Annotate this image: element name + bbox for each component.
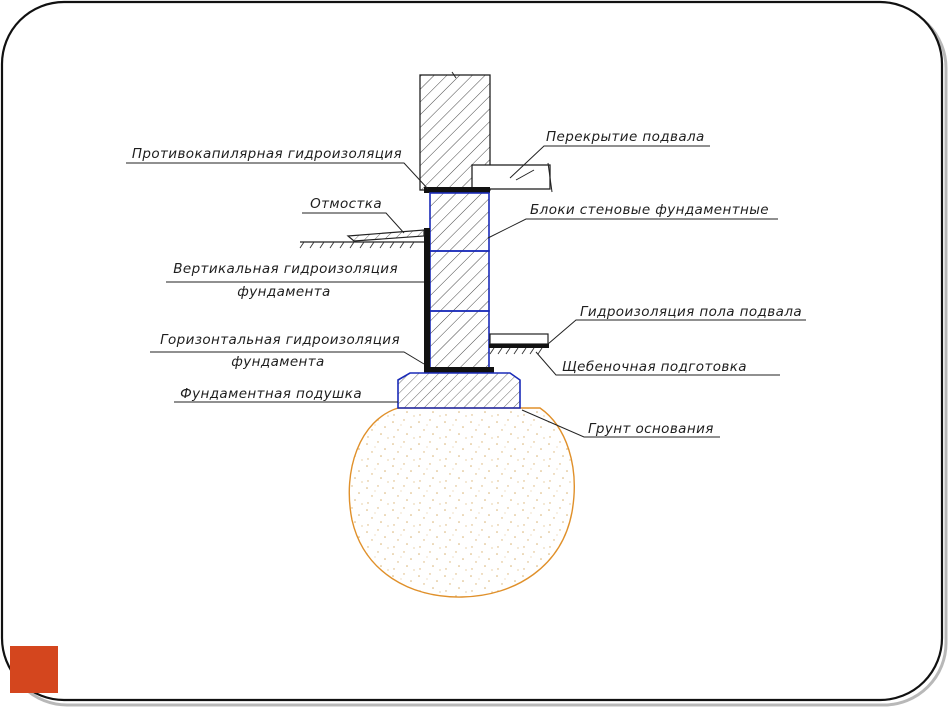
leader-lines — [126, 145, 806, 438]
soil-base-bulb — [348, 407, 575, 598]
label-vertical-line1: Вертикальная гидроизоляция — [173, 261, 398, 277]
foundation-cushion — [397, 372, 521, 409]
label-horizontal-line2: фундамента — [231, 354, 324, 370]
basement-floor — [489, 333, 549, 355]
label-anticapillary: Противокапилярная гидроизоляция — [132, 146, 402, 162]
label-cushion: Фундаментная подушка — [180, 386, 362, 402]
blind-area — [299, 229, 425, 249]
label-base-soil: Грунт основания — [588, 421, 714, 437]
foundation-blocks — [429, 192, 490, 370]
label-vertical-line2: фундамента — [237, 284, 330, 300]
anticapillary-layer — [424, 187, 490, 193]
label-horizontal-line1: Горизонтальная гидроизоляция — [160, 332, 400, 348]
label-blind-area: Отмостка — [310, 196, 382, 212]
slide-accent-square — [10, 646, 58, 693]
label-gravel-bed: Щебеночная подготовка — [562, 359, 747, 375]
label-wall-blocks: Блоки стеновые фундаментные — [530, 202, 769, 218]
vertical-waterproofing — [424, 228, 430, 371]
label-basement-slab: Перекрытие подвала — [546, 129, 705, 145]
accent-square-fill — [10, 646, 58, 693]
label-floor-waterproofing: Гидроизоляция пола подвала — [580, 304, 802, 320]
horizontal-waterproofing — [424, 367, 494, 373]
